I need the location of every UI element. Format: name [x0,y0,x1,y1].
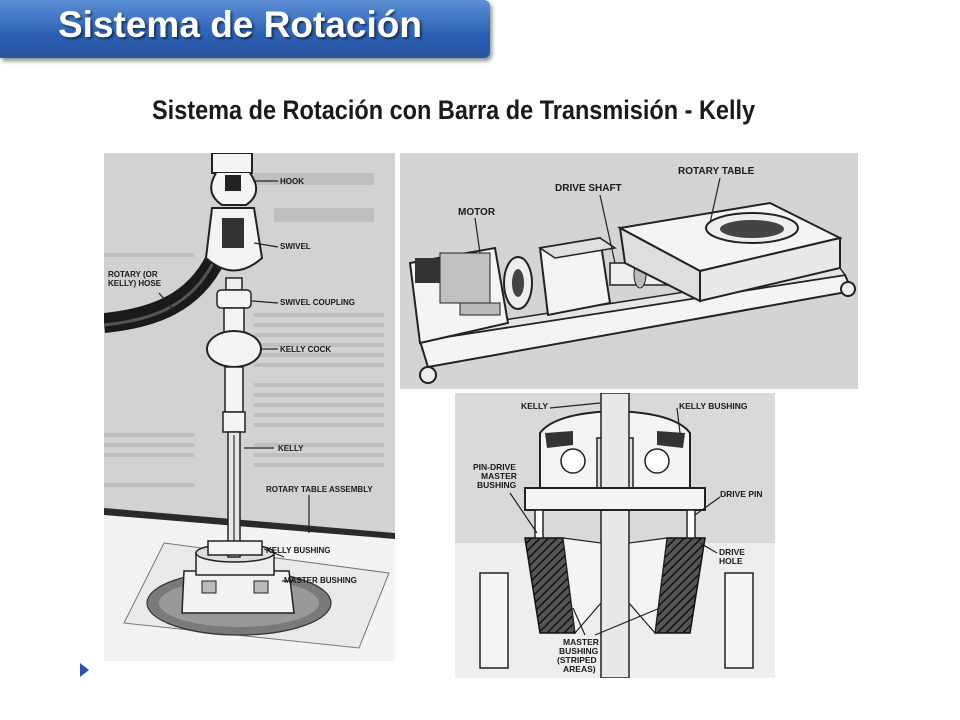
kelly-assembly-drawing: HOOK SWIVEL ROTARY (OR KELLY) HOSE SWIVE… [104,153,395,661]
slide-title: Sistema de Rotación [58,4,422,45]
title-banner: Sistema de Rotación [0,0,490,58]
label-drive-hole-line2: HOLE [719,556,743,566]
label-master-bushing-line4: AREAS) [563,664,596,674]
label-master-bushing-line1: MASTER [563,637,599,647]
label-pin-drive-line2: MASTER [481,471,517,481]
label-drive-shaft: DRIVE SHAFT [555,183,622,194]
label-rotary-table-assembly: ROTARY TABLE ASSEMBLY [266,485,373,494]
label-rotary-table: ROTARY TABLE [678,166,755,177]
bushing-detail-figure: KELLY KELLY BUSHING PIN-DRIVE MASTER BUS… [455,393,775,678]
label-kelly-bushing-detail: KELLY BUSHING [679,401,748,411]
label-drive-hole-line1: DRIVE [719,547,745,557]
label-kelly-bushing: KELLY BUSHING [266,546,330,555]
label-rotary-hose-line2: KELLY) HOSE [108,279,162,288]
label-drive-pin: DRIVE PIN [720,489,763,499]
kelly-assembly-figure: HOOK SWIVEL ROTARY (OR KELLY) HOSE SWIVE… [104,153,395,661]
label-pin-drive-line3: BUSHING [477,480,517,490]
label-kelly-cock: KELLY COCK [280,345,331,354]
label-swivel-coupling: SWIVEL COUPLING [280,298,355,307]
label-rotary-hose-line1: ROTARY (OR [108,270,158,279]
corner-arrow-icon [80,663,89,677]
label-hook: HOOK [280,177,304,186]
label-kelly: KELLY [521,401,548,411]
label-master-bushing-line3: (STRIPED [557,655,597,665]
label-kelly: KELLY [278,444,304,453]
label-master-bushing-line2: BUSHING [559,646,599,656]
rotary-drive-drawing: MOTOR DRIVE SHAFT ROTARY TABLE [400,153,858,389]
label-master-bushing: MASTER BUSHING [284,576,357,585]
slide-subtitle: Sistema de Rotación con Barra de Transmi… [152,95,756,125]
rotary-drive-figure: MOTOR DRIVE SHAFT ROTARY TABLE [400,153,858,389]
bushing-detail-drawing: KELLY KELLY BUSHING PIN-DRIVE MASTER BUS… [455,393,775,678]
label-pin-drive-line1: PIN-DRIVE [473,462,516,472]
label-motor: MOTOR [458,207,496,218]
label-swivel: SWIVEL [280,242,311,251]
